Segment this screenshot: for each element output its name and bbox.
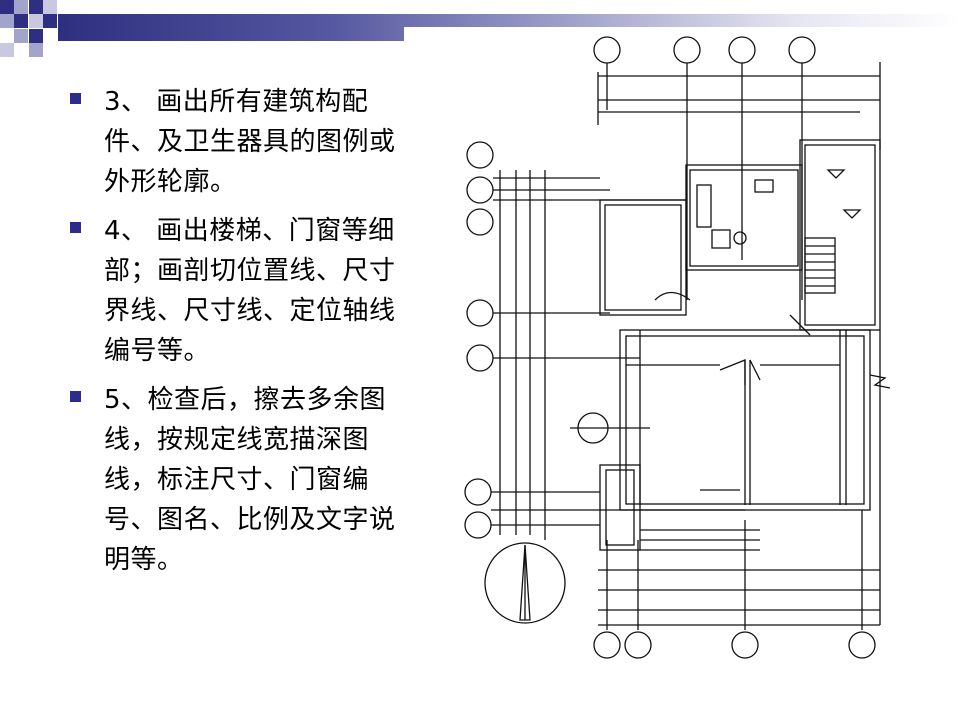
square-bullet-icon bbox=[70, 222, 81, 233]
axis-bubble bbox=[464, 478, 492, 506]
square-bullet-icon bbox=[70, 391, 81, 402]
deco-square bbox=[43, 14, 57, 28]
north-arrow-icon bbox=[484, 542, 566, 624]
bullet-item: 4、 画出楼梯、门窗等细部；画剖切位置线、尺寸界线、尺寸线、定位轴线编号等。 bbox=[70, 211, 410, 371]
floor-plan-drawing bbox=[464, 36, 891, 659]
deco-square bbox=[0, 14, 14, 28]
header-white-band bbox=[404, 27, 960, 41]
axis-bubble bbox=[673, 36, 701, 64]
axis-bubble bbox=[788, 36, 816, 64]
axis-bubble bbox=[466, 141, 494, 169]
axis-bubble bbox=[464, 511, 492, 539]
axis-bubble bbox=[728, 36, 756, 64]
bullet-text: 4、 画出楼梯、门窗等细部；画剖切位置线、尺寸界线、尺寸线、定位轴线编号等。 bbox=[104, 216, 396, 366]
deco-square bbox=[29, 0, 43, 14]
deco-square bbox=[29, 14, 43, 28]
bullet-item: 3、 画出所有建筑构配件、及卫生器具的图例或外形轮廓。 bbox=[70, 82, 410, 202]
bullet-text: 3、 画出所有建筑构配件、及卫生器具的图例或外形轮廓。 bbox=[104, 87, 396, 197]
deco-square bbox=[43, 0, 57, 14]
deco-square bbox=[0, 43, 14, 57]
axis-bubble bbox=[624, 631, 652, 659]
axis-bubble bbox=[731, 631, 759, 659]
deco-square bbox=[29, 43, 43, 57]
bullet-text: 5、检查后，擦去多余图线，按规定线宽描深图线，标注尺寸、门窗编号、图名、比例及文… bbox=[104, 385, 396, 575]
deco-square bbox=[0, 0, 14, 14]
deco-square bbox=[14, 0, 28, 14]
slide-header-decoration bbox=[0, 0, 960, 60]
deco-square bbox=[14, 29, 28, 43]
axis-bubble bbox=[593, 36, 621, 64]
axis-bubble bbox=[848, 631, 876, 659]
slide-bullet-list: 3、 画出所有建筑构配件、及卫生器具的图例或外形轮廓。 4、 画出楼梯、门窗等细… bbox=[70, 82, 410, 589]
axis-bubble bbox=[466, 299, 494, 327]
bullet-item: 5、检查后，擦去多余图线，按规定线宽描深图线，标注尺寸、门窗编号、图名、比例及文… bbox=[70, 380, 410, 580]
axis-bubble bbox=[466, 344, 494, 372]
axis-bubble bbox=[466, 208, 494, 236]
square-bullet-icon bbox=[70, 93, 81, 104]
axis-bubble bbox=[593, 631, 621, 659]
deco-square bbox=[14, 14, 28, 28]
axis-bubble bbox=[466, 176, 494, 204]
deco-square bbox=[29, 29, 43, 43]
